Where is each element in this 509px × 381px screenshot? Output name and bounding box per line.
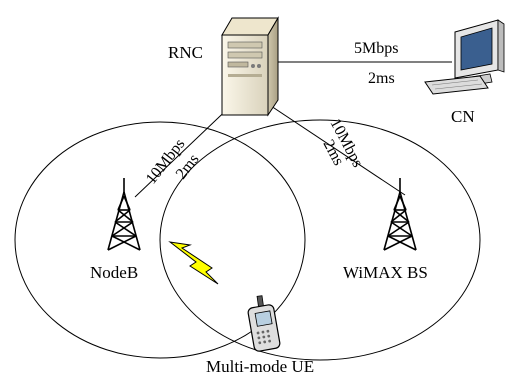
ue-label: Multi-mode UE (206, 357, 314, 376)
nodeb-coverage-circle (14, 121, 306, 359)
lightning-bolt-icon (168, 241, 219, 285)
desktop-computer-icon (424, 19, 505, 95)
cell-tower-icon (107, 178, 141, 251)
cell-tower-icon (383, 178, 417, 251)
link-rnc-nodeb (134, 99, 238, 198)
rnc-label: RNC (168, 43, 203, 62)
rnc-cn-bandwidth: 5Mbps (354, 40, 398, 57)
server-icon (221, 16, 279, 117)
nodeb-label: NodeB (90, 263, 138, 282)
wimax-coverage-circle (159, 119, 481, 361)
wimax-label: WiMAX BS (343, 263, 428, 282)
cn-label: CN (451, 107, 475, 126)
mobile-phone-icon (247, 295, 281, 352)
link-rnc-wimax (261, 99, 406, 196)
rnc-cn-delay: 2ms (368, 70, 395, 87)
